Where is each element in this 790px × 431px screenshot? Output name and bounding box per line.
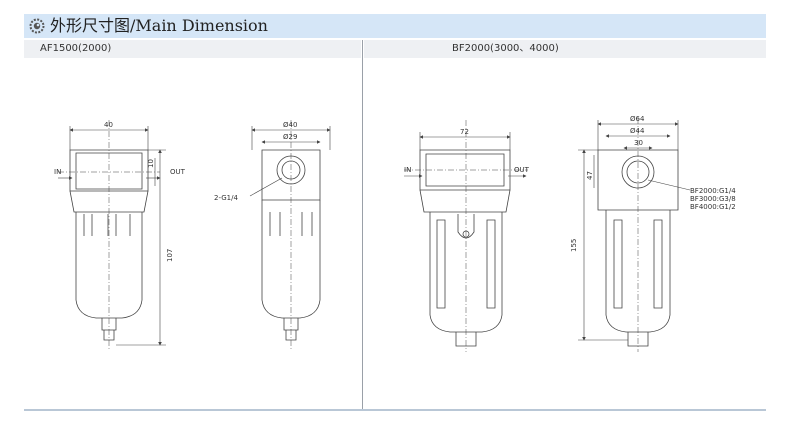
bf-side-body — [597, 149, 679, 211]
panel-head-left: AF1500(2000) — [24, 40, 361, 58]
af1500-front-dims — [58, 126, 166, 346]
bf-width-label: 72 — [460, 128, 469, 136]
bf-side-window-right — [653, 219, 663, 309]
af-port-callout: 2-G1/4 — [214, 194, 238, 202]
af-outer-dia-label: Ø40 — [283, 121, 297, 129]
bf2000-front-dims — [404, 132, 527, 178]
bf-in-label: IN — [404, 166, 411, 174]
af-front-cap — [75, 152, 143, 190]
bf-front-window-right — [486, 219, 496, 309]
gear-icon — [29, 18, 45, 34]
bf2000-side-view — [597, 118, 679, 352]
page-title: 外形尺寸图/Main Dimension — [50, 16, 268, 35]
bf-out-label: OUT — [514, 166, 530, 174]
af-width-label: 40 — [104, 121, 113, 129]
bf-port-callout-3: BF4000:G1/2 — [690, 203, 736, 211]
bf-front-window-left — [436, 219, 446, 309]
bf-side-window-left — [613, 219, 623, 309]
bf-height-label: 155 — [570, 239, 578, 252]
af-port-height-label: 10 — [147, 159, 155, 168]
af-in-label: IN — [54, 168, 61, 176]
af1500-side-dims — [249, 126, 331, 197]
bottom-rule — [24, 409, 766, 411]
bf-port-callout-1: BF2000:G1/4 — [690, 187, 736, 195]
bf-inner-dia-label: Ø44 — [630, 127, 645, 135]
bf-port-callout-2: BF3000:G3/8 — [690, 195, 736, 203]
bf2000-side-dims — [578, 120, 691, 341]
af-out-label: OUT — [170, 168, 186, 176]
bf-front-ring — [419, 189, 511, 213]
panel-divider — [362, 40, 363, 410]
bf-front-cap-inner — [425, 153, 505, 187]
af1500-side-view — [261, 120, 321, 350]
af-height-label: 107 — [166, 249, 174, 262]
af1500-front-view — [58, 120, 160, 350]
bf-outer-dia-label: Ø64 — [630, 115, 645, 123]
panel-label-right: BF2000(3000、4000) — [452, 43, 559, 54]
bf-port-height-label: 47 — [586, 171, 594, 180]
bf2000-front-view — [404, 120, 528, 352]
af-side-bowl-grip — [269, 212, 313, 236]
title-bar: 外形尺寸图/Main Dimension — [24, 14, 766, 38]
af-front-bowl-grip — [83, 214, 131, 236]
panel-label-left: AF1500(2000) — [40, 43, 112, 54]
bf-side-port-inner — [626, 160, 650, 184]
af-inner-dia-label: Ø29 — [283, 133, 297, 141]
panel-head-right: BF2000(3000、4000) — [364, 40, 766, 58]
bf-port-spacing-label: 30 — [634, 139, 643, 147]
